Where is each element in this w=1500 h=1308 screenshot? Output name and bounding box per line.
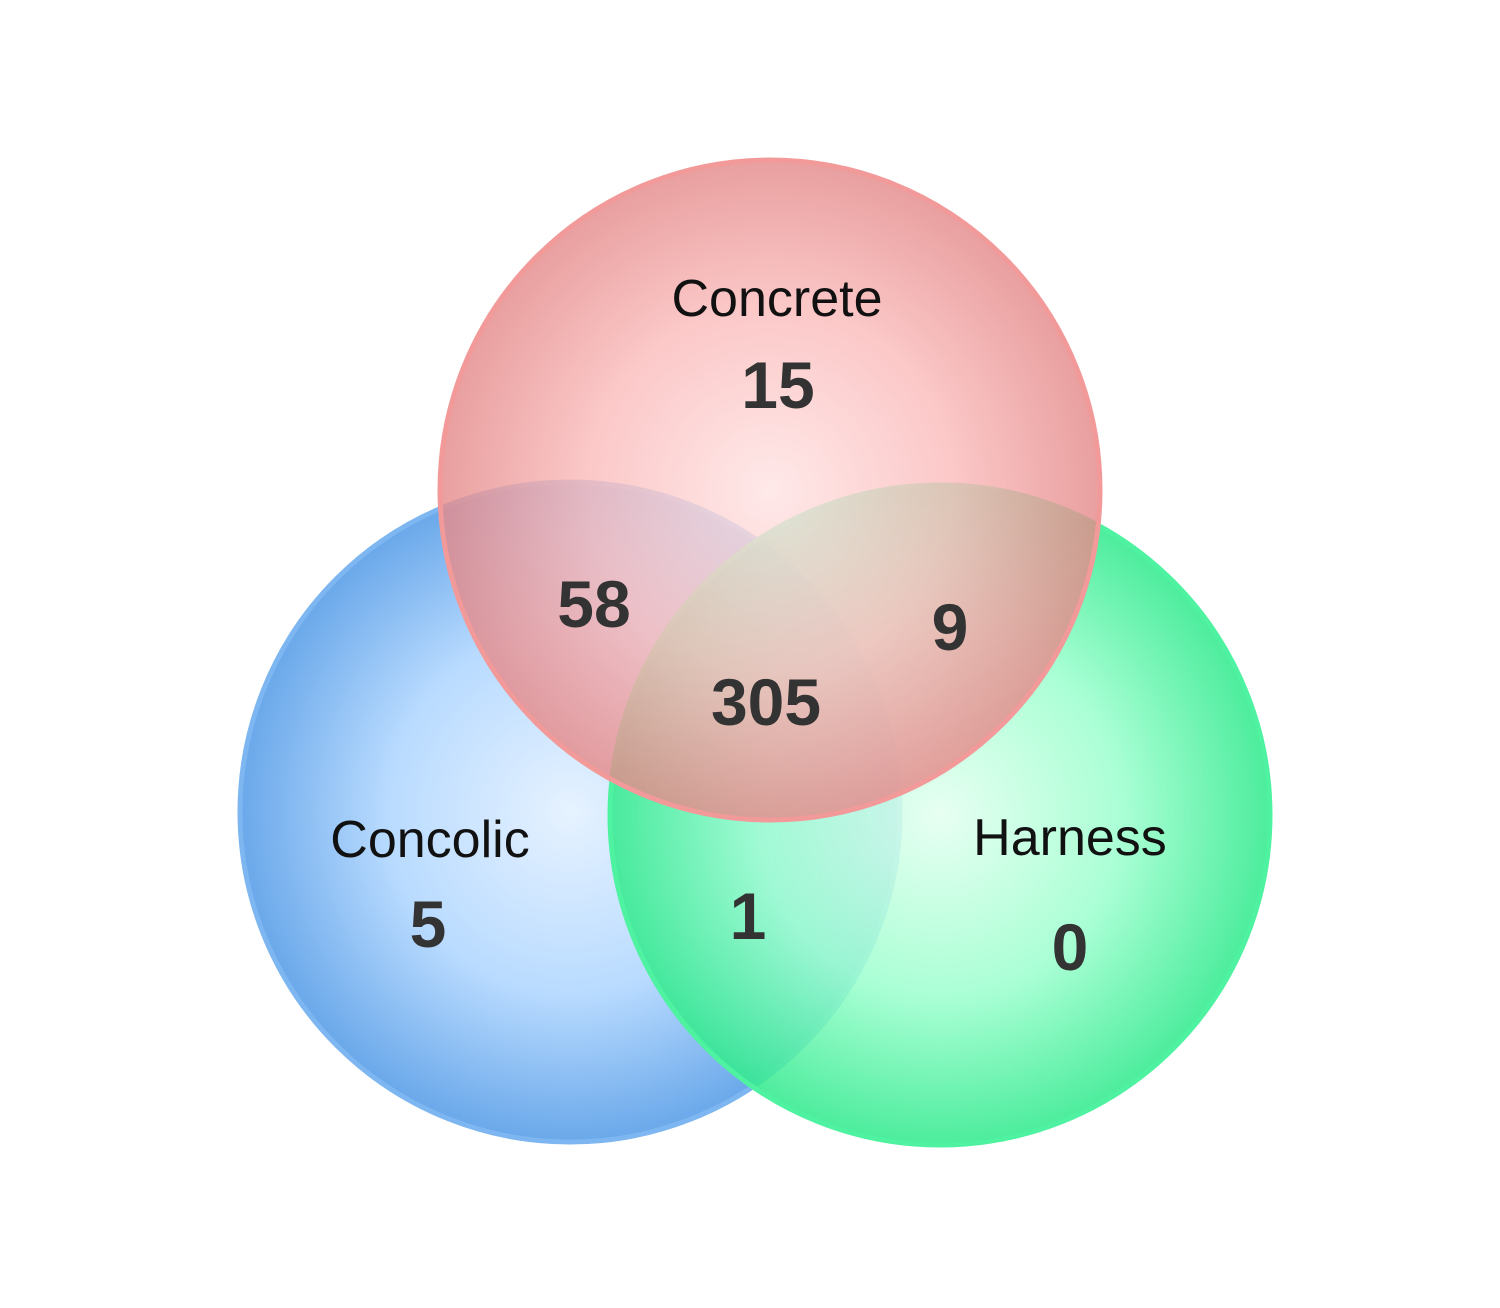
all-three-count: 305 bbox=[711, 665, 821, 739]
harness-set-label: Harness bbox=[973, 809, 1167, 867]
concolic-set-label: Concolic bbox=[330, 811, 529, 869]
concrete-set-circle bbox=[437, 157, 1103, 823]
concolic-only-count: 5 bbox=[410, 887, 447, 961]
concrete-set-label: Concrete bbox=[672, 270, 883, 328]
harness-only-count: 0 bbox=[1052, 910, 1089, 984]
concrete-harness-count: 9 bbox=[932, 590, 969, 664]
concrete-only-count: 15 bbox=[741, 348, 814, 422]
concrete-concolic-count: 58 bbox=[557, 567, 630, 641]
concolic-harness-count: 1 bbox=[730, 879, 767, 953]
